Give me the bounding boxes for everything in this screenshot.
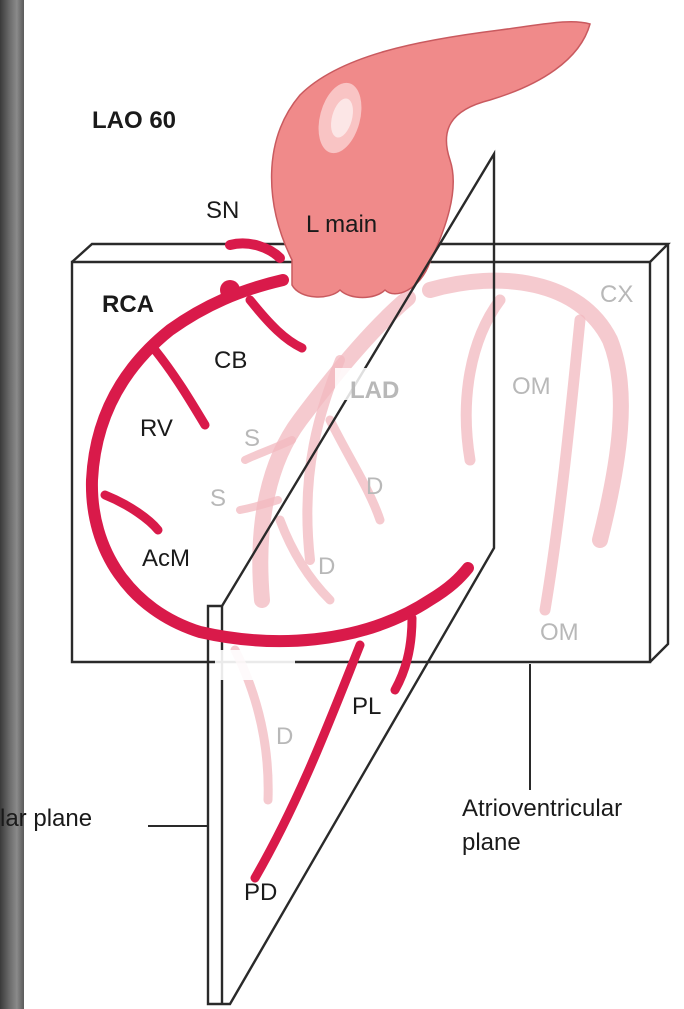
label-sn: SN — [206, 197, 239, 224]
label-lad: LAD — [350, 377, 399, 404]
label-om-upper: OM — [512, 373, 551, 400]
label-cb: CB — [214, 347, 247, 374]
label-rca: RCA — [102, 291, 154, 318]
sinus-node-branch — [230, 243, 280, 258]
label-diagonal-2: D — [318, 553, 335, 580]
aortic-root — [272, 22, 590, 298]
label-diagonal-3: D — [276, 723, 293, 750]
label-cx: CX — [600, 281, 633, 308]
rca-ostium — [220, 280, 240, 300]
aorta-left-main — [272, 22, 590, 298]
posterolateral-branch — [395, 618, 412, 690]
d-lower-label-bg — [215, 650, 295, 680]
obtuse-marginal-2 — [545, 320, 580, 610]
label-acm: AcM — [142, 545, 190, 572]
conus-branch — [250, 300, 302, 348]
view-title: LAO 60 — [92, 107, 176, 134]
acute-marginal-branch — [105, 495, 158, 530]
av-plane-side-edge — [650, 244, 668, 662]
label-av-plane-line1: Atrioventricular — [462, 795, 622, 822]
diagonal-branch-2 — [330, 420, 380, 520]
label-rv: RV — [140, 415, 173, 442]
label-pl: PL — [352, 693, 381, 720]
rv-branch — [155, 350, 205, 425]
label-om-lower: OM — [540, 619, 579, 646]
label-septal-plane: lar plane — [0, 805, 92, 832]
label-septal-1: S — [244, 425, 260, 452]
label-pd: PD — [244, 879, 277, 906]
label-av-plane-line2: plane — [462, 829, 521, 856]
label-septal-2: S — [210, 485, 226, 512]
circumflex-artery — [430, 281, 621, 540]
label-diagonal-1: D — [366, 473, 383, 500]
label-l-main: L main — [306, 211, 377, 238]
